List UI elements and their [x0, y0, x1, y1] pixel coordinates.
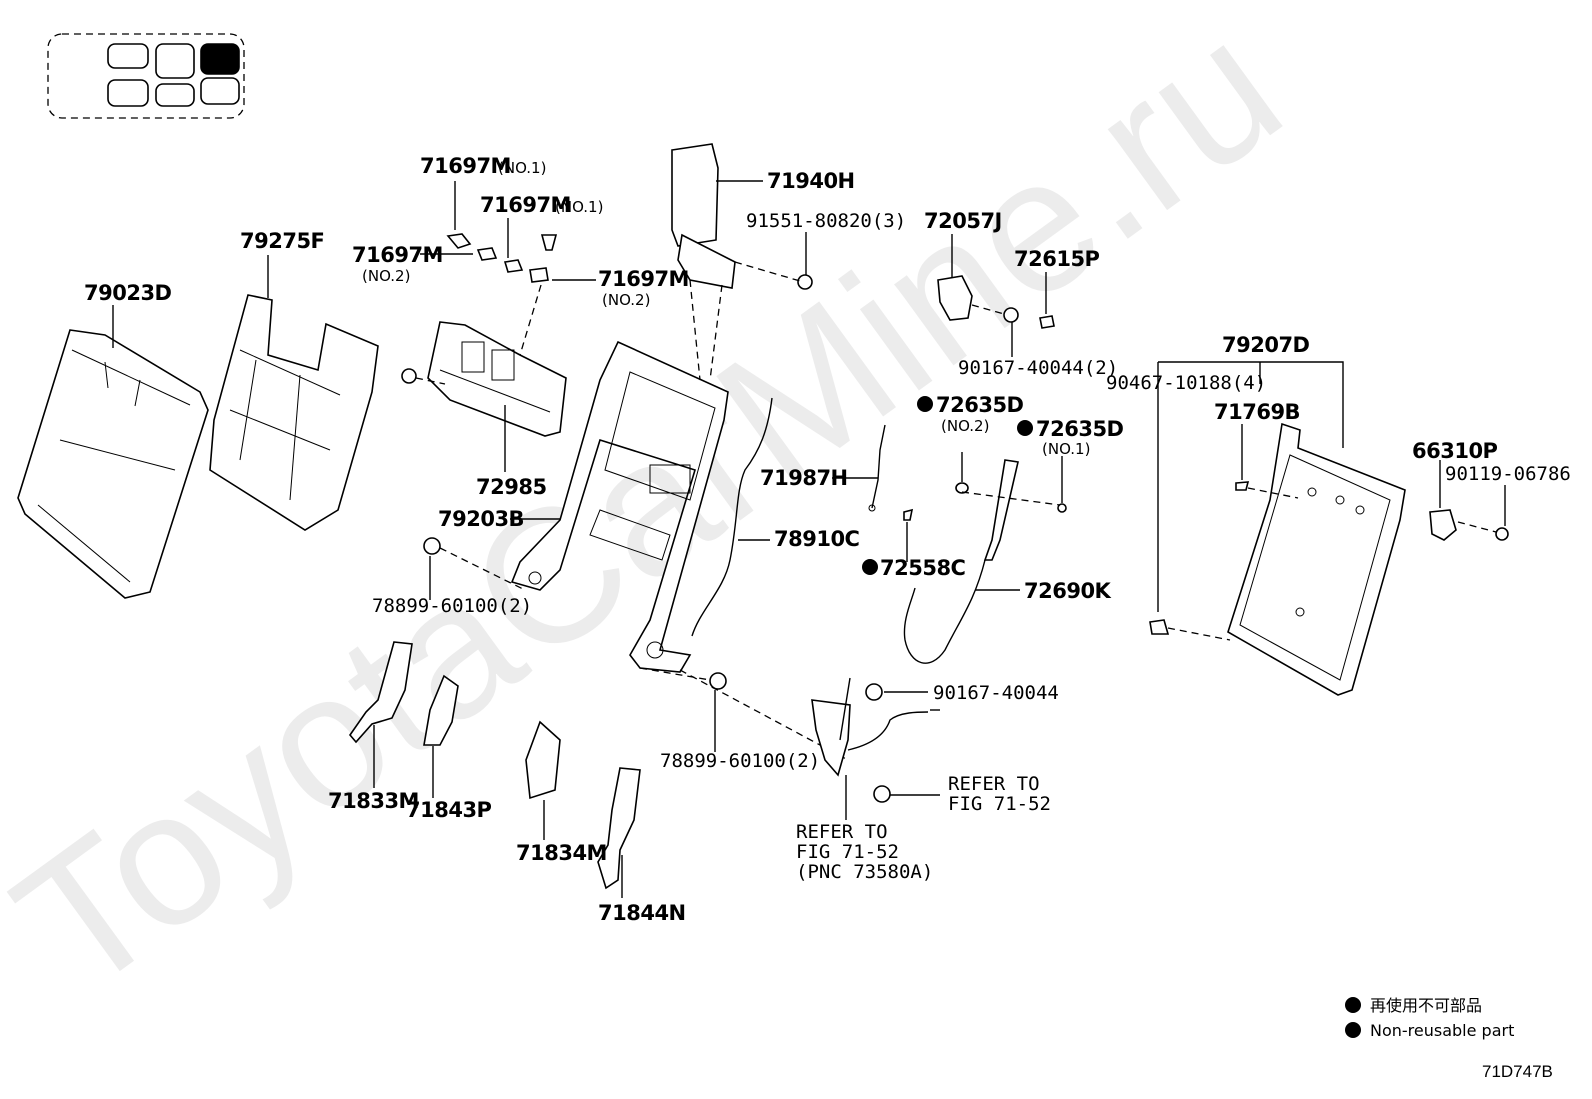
clips-71697M — [446, 233, 558, 356]
legend-dot-jp — [1345, 997, 1361, 1013]
cover-71834M — [525, 720, 561, 800]
label-71843P: 71843P — [406, 798, 492, 822]
seatback-cover-79023D — [17, 329, 209, 599]
clip-90467 — [1149, 619, 1231, 641]
cover-71843P — [423, 674, 459, 746]
seatback-board-79207D — [1227, 422, 1406, 696]
part-labels: 79023D 79275F 71697M (NO.1) 71697M (NO.1… — [84, 154, 1571, 925]
refer-bottom-line2: FIG 71-52 — [796, 841, 899, 863]
label-71834M: 71834M — [516, 841, 607, 865]
rod-71987H — [868, 424, 886, 512]
label-71844N: 71844N — [598, 901, 686, 925]
refer-bottom-line3: (PNC 73580A) — [796, 861, 933, 883]
label-71697M-a-sub: (NO.1) — [498, 159, 546, 177]
release-cable-72690K — [903, 459, 1061, 664]
label-79203B: 79203B — [438, 507, 524, 531]
headrest-71940H — [671, 143, 736, 381]
label-71769B: 71769B — [1214, 400, 1300, 424]
seat-frame-79203B — [510, 340, 729, 673]
label-78899-60100-a: 78899-60100(2) — [372, 595, 532, 617]
grommet-72635D-no2 — [955, 482, 969, 494]
clip-72558C — [903, 508, 914, 521]
label-72985: 72985 — [476, 475, 547, 499]
label-72057J: 72057J — [924, 209, 1002, 233]
label-90167-40044: 90167-40044 — [933, 682, 1059, 704]
nonreusable-dot-72635D-a — [917, 396, 933, 412]
cable-78910C — [691, 397, 773, 637]
label-72635D-a: 72635D — [936, 393, 1024, 417]
label-71697M-c: 71697M — [352, 243, 443, 267]
legend: 再使用不可部品 Non-reusable part — [1345, 996, 1514, 1040]
label-78910C: 78910C — [774, 527, 860, 551]
label-72615P: 72615P — [1014, 247, 1100, 271]
label-91551-80820: 91551-80820(3) — [746, 210, 906, 232]
clip-71769B — [1235, 481, 1299, 499]
label-71940H: 71940H — [767, 169, 855, 193]
label-79275F: 79275F — [240, 229, 324, 253]
legend-text-en: Non-reusable part — [1370, 1021, 1514, 1040]
refer-right-line2: FIG 71-52 — [948, 793, 1051, 815]
label-72558C: 72558C — [880, 556, 966, 580]
label-72635D-b-sub: (NO.1) — [1042, 440, 1090, 458]
clip-72615P — [1039, 315, 1055, 329]
label-71697M-a: 71697M — [420, 154, 511, 178]
hook-66310P — [1429, 509, 1509, 541]
label-72635D-b: 72635D — [1036, 417, 1124, 441]
label-71697M-d-sub: (NO.2) — [602, 291, 650, 309]
cover-71833M — [348, 641, 413, 744]
diagram-code: 71D747B — [1482, 1062, 1553, 1081]
nonreusable-dot-72635D-b — [1017, 420, 1033, 436]
nonreusable-dot-72558C — [862, 559, 878, 575]
legend-dot-en — [1345, 1022, 1361, 1038]
grommet-72635D-no1 — [1057, 503, 1067, 513]
knob-72057J — [937, 275, 1019, 323]
label-66310P: 66310P — [1412, 439, 1498, 463]
watermark: ToyotaCarMine.ru — [0, 0, 1317, 1033]
bolt-78899-left — [423, 537, 526, 591]
label-90119-06786: 90119-06786 — [1445, 463, 1571, 485]
legend-text-jp: 再使用不可部品 — [1370, 996, 1482, 1015]
seat-locator — [47, 33, 245, 119]
label-72690K: 72690K — [1024, 579, 1112, 603]
label-71697M-b: 71697M — [480, 193, 571, 217]
screw-91551 — [734, 261, 813, 290]
seatback-pad-79275F — [209, 294, 379, 531]
cover-71844N — [597, 767, 641, 890]
label-71697M-c-sub: (NO.2) — [362, 267, 410, 285]
label-71697M-b-sub: (NO.1) — [555, 198, 603, 216]
label-72635D-a-sub: (NO.2) — [941, 417, 989, 435]
label-90167-40044-2: 90167-40044(2) — [958, 357, 1118, 379]
label-78899-60100-b: 78899-60100(2) — [660, 750, 820, 772]
highlighted-seat — [200, 43, 240, 75]
refer-right-line1: REFER TO — [948, 773, 1040, 795]
buckle-assembly — [811, 677, 940, 803]
label-71987H: 71987H — [760, 466, 848, 490]
label-90467-10188: 90467-10188(4) — [1106, 372, 1266, 394]
label-79207D: 79207D — [1222, 333, 1310, 357]
label-71697M-d: 71697M — [598, 267, 689, 291]
refer-bottom-line1: REFER TO — [796, 821, 888, 843]
label-71833M: 71833M — [328, 789, 419, 813]
latch-housing-72985 — [401, 321, 567, 437]
label-79023D: 79023D — [84, 281, 172, 305]
